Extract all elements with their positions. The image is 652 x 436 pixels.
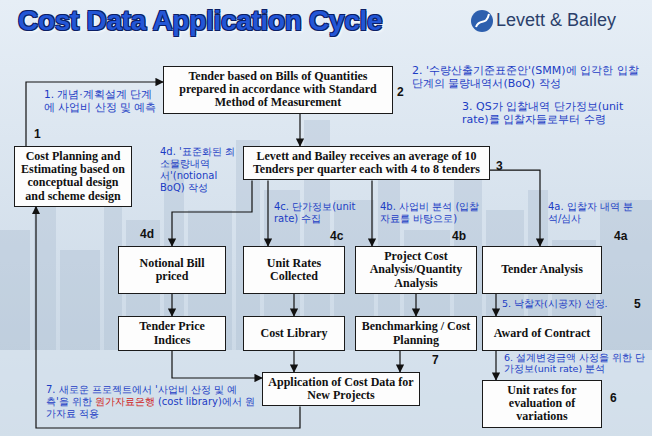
annotation-text: 4a. 입찰자 내역 분석/심사 [548,201,646,225]
flow-arrow [490,170,540,246]
flow-arrow [371,180,372,246]
box-text: Levett and Bailey receives an average of… [248,150,485,176]
box-text: Unit Rates Collected [248,257,340,283]
annotation-text: 2. '수량산출기준표준안'(SMM)에 입각한 입찰단계의 물량내역서(BoQ… [412,64,646,90]
box-text: Award of Contract [487,327,597,340]
process-box: Cost Library [243,316,345,351]
annotation-text: 4d. '표준화된 최소물량내역서'(notional BoQ) 작성 [160,146,240,194]
process-box: Project Cost Analysis/Quantity Analysis [355,246,477,294]
annotation-text: 3. QS가 입찰내역 단가정보(unit rate)를 입찰자들로부터 수령 [462,100,646,126]
box-text: Project Cost Analysis/Quantity Analysis [360,250,472,290]
process-box: Notional Bill priced [118,246,226,294]
diagram-title: Cost Data Application Cycle [18,4,382,38]
box-text: Unit rates for evaluation of variations [487,384,597,424]
logo-icon [471,10,493,32]
flow-arrow [293,351,294,372]
process-box: Unit Rates Collected [243,246,345,294]
box-text: Tender Analysis [487,263,597,276]
box-text: Application of Cost Data for New Project… [267,376,415,402]
callout-number: 5 [634,298,641,312]
callout-number: 3 [496,160,503,174]
callout-number: 4c [330,230,343,244]
callout-number: 7 [432,354,439,368]
flow-arrow [399,351,400,372]
logo-swoosh [476,14,489,27]
flow-arrow [267,180,268,246]
flow-arrow [495,351,496,380]
annotation-text: 4b. 사업비 분석 (입찰자료를 바탕으로) [380,201,480,225]
process-box: Tender Price Indices [118,316,226,351]
box-text: Cost Planning and Estimating based on co… [19,150,127,203]
annotation-text: 5. 낙찰자(시공자) 선정. [502,298,608,309]
city-skyline [0,120,652,350]
harbour-water [0,350,652,436]
logo-text: Levett & Bailey [496,10,616,32]
box-text: Tender Price Indices [123,320,221,346]
annotation-text: 6. 설계변경금액 사정을 위한 단가정보(unit rate) 분석 [504,352,646,375]
process-box: Cost Planning and Estimating based on co… [14,146,132,207]
callout-number: 4d [140,228,154,242]
annotation-text: 4c. 단가정보(unit rate) 수집 [274,201,362,225]
process-box: Benchmarking / Cost Planning [355,316,477,351]
box-text: Cost Library [248,327,340,340]
building [34,200,56,350]
callout-number: 6 [610,392,617,406]
building [0,230,30,350]
building [60,250,100,350]
flow-arrow [293,294,294,316]
process-box: Levett and Bailey receives an average of… [243,146,490,180]
box-text: Tender based on Bills of Quantities prep… [168,70,388,110]
annotation-group: 7. 새로운 프로젝트에서 '사업비 산정 및 예측'을 위한원가자료은행(co… [46,384,258,420]
callout-number: 2 [397,86,404,100]
box-text: Benchmarking / Cost Planning [360,320,472,346]
building [600,200,652,350]
flow-arrow [415,294,416,316]
flow-arrow [495,294,496,316]
highlight-text: 원가자료은행 [95,396,155,407]
callout-number: 4b [452,230,466,244]
process-box: Tender Analysis [482,246,602,294]
annotation-text: 1. 개념·계획설계 단계에 사업비 산정 및 예측 [44,88,158,113]
flow-arrow [299,114,300,146]
process-box: Unit rates for evaluation of variations [482,380,602,428]
callout-number: 1 [34,128,41,142]
process-box: Tender based on Bills of Quantities prep… [163,66,393,114]
flow-arrow [171,294,172,316]
box-text: Notional Bill priced [123,257,221,283]
flow-arrow [26,82,163,146]
process-box: Award of Contract [482,316,602,351]
flow-arrow [172,351,262,378]
process-box: Application of Cost Data for New Project… [262,372,420,406]
callout-number: 4a [614,230,627,244]
